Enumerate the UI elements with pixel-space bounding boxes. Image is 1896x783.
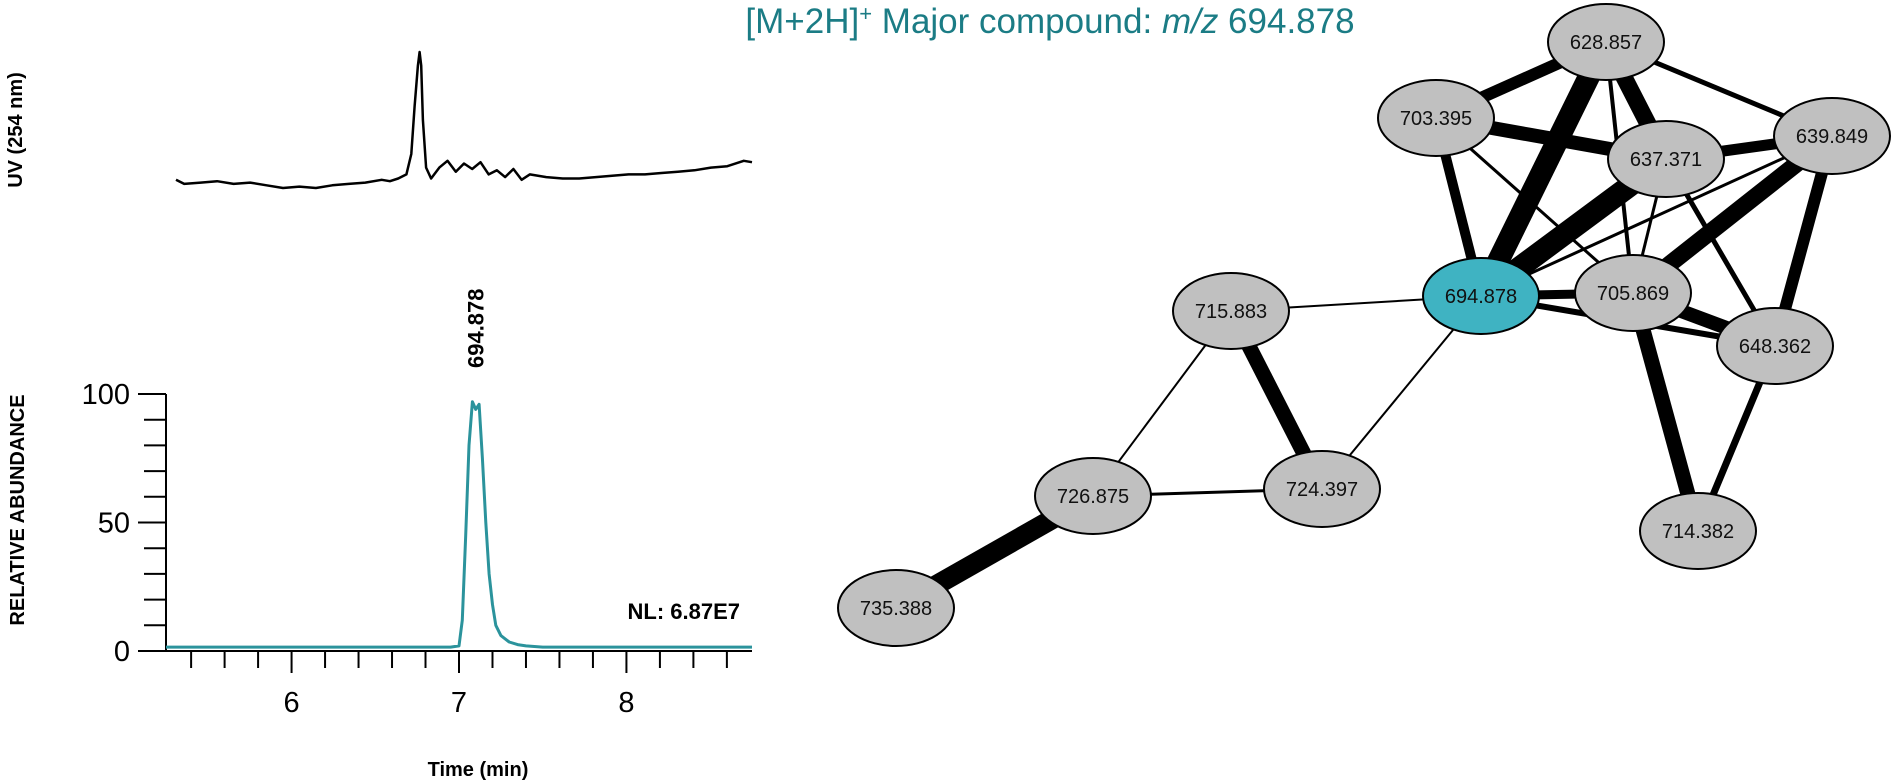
title-value: 694.878 [1218,2,1354,41]
node-shape [1377,79,1495,157]
title-superscript: + [859,1,872,26]
node-label: 694.878 [1445,286,1517,308]
network-edge [1480,134,1833,298]
highlighted-node-shape [1422,257,1540,335]
x-tick-label: 8 [618,687,634,719]
x-tick-label: 6 [284,687,300,719]
network-edge [1471,37,1616,301]
molecular-network: 628.857 703.395 637.371 639.849 715.883 694.8… [837,3,1891,647]
peak-annotation: 694.878 [464,288,489,368]
node-label: 637.371 [1630,149,1702,171]
network-node: 735.388 [837,569,955,647]
network-node: 694.878 [1422,257,1540,335]
node-shape [1607,120,1725,198]
network-node: 637.371 [1607,120,1725,198]
title-italic: m/z [1162,2,1219,41]
network-node: 714.382 [1639,492,1757,570]
network-node: 648.362 [1716,307,1834,385]
node-shape [1639,492,1757,570]
chromatogram-xlabel: Time (min) [428,759,529,781]
node-shape [1773,97,1891,175]
chromatogram-panel: RELATIVE ABUNDANCE Time (min) 0 50 100 6 7 8… [7,288,752,781]
node-label: 628.857 [1570,32,1642,54]
y-axis-ticks: 0 50 100 [82,379,166,668]
nl-annotation: NL: 6.87E7 [628,599,741,624]
network-node: 628.857 [1547,3,1665,81]
node-shape [1547,3,1665,81]
network-node: 726.875 [1034,457,1152,535]
figure-title: [M+2H]+ Major compound: m/z 694.878 [745,1,1354,42]
network-nodes: 628.857 703.395 637.371 639.849 715.883 694.8… [837,3,1891,647]
network-node: 639.849 [1773,97,1891,175]
x-tick-label: 7 [451,687,467,719]
node-label: 724.397 [1286,479,1358,501]
network-edge [1625,291,1706,533]
y-tick-label: 50 [98,508,130,540]
uv-panel: UV (254 nm) [5,50,753,190]
node-label: 703.395 [1400,108,1472,130]
network-node: 705.869 [1574,254,1692,332]
title-middle: Major compound: [872,2,1162,41]
node-shape [1172,272,1290,350]
uv-trace-line [175,50,753,190]
y-tick-label: 0 [114,636,130,668]
y-tick-label: 100 [82,379,130,411]
node-shape [1034,457,1152,535]
node-shape [1574,254,1692,332]
node-label: 735.388 [860,598,932,620]
network-node: 715.883 [1172,272,1290,350]
node-label: 726.875 [1057,486,1129,508]
node-label: 714.382 [1662,521,1734,543]
network-node: 703.395 [1377,79,1495,157]
node-label: 648.362 [1739,336,1811,358]
node-label: 639.849 [1796,126,1868,148]
x-axis-ticks: 6 7 8 [190,651,728,719]
network-node: 724.397 [1263,450,1381,528]
chromatogram-trace-line [166,400,752,649]
node-label: 705.869 [1597,283,1669,305]
node-shape [1263,450,1381,528]
node-shape [1716,307,1834,385]
node-shape [837,569,955,647]
chromatogram-ylabel: RELATIVE ABUNDANCE [7,394,29,625]
node-label: 715.883 [1195,301,1267,323]
title-prefix: [M+2H] [745,2,859,41]
uv-ylabel: UV (254 nm) [5,72,27,188]
